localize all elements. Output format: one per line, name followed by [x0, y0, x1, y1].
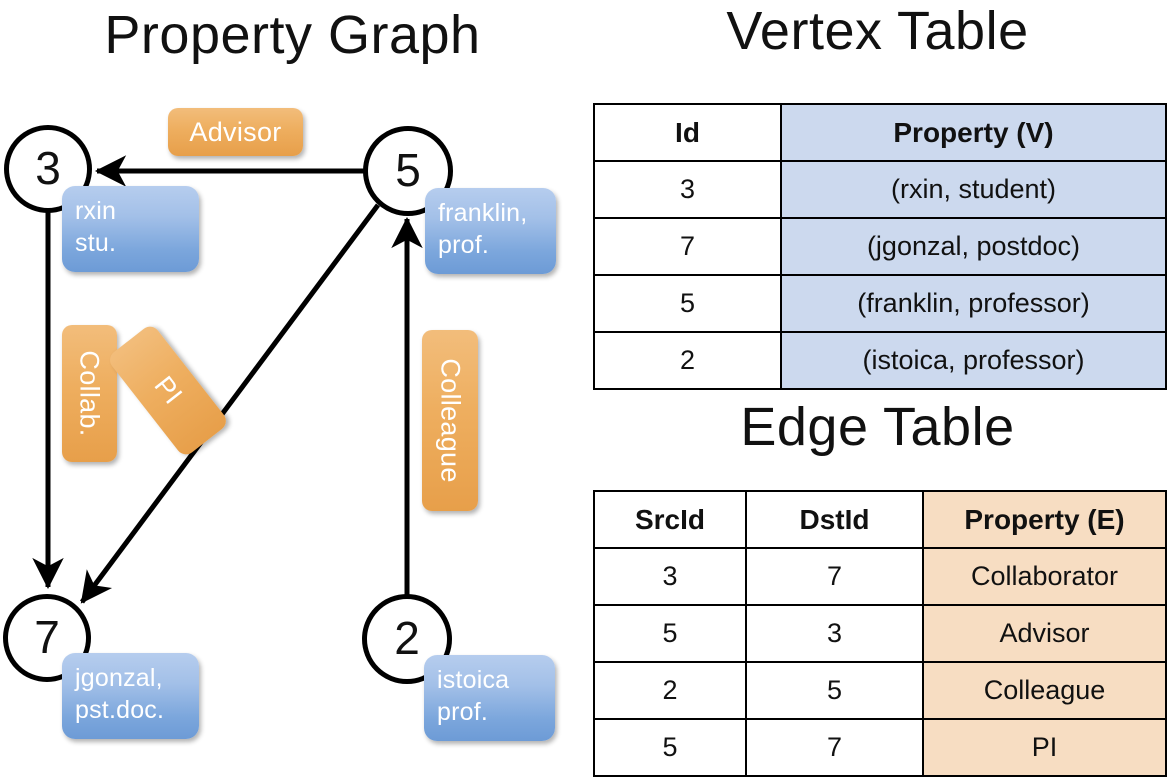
edge-label-pi-text: PI [148, 370, 189, 410]
table-row[interactable]: 2 (istoica, professor) [593, 331, 1167, 390]
vertex-cell-property: (istoica, professor) [780, 331, 1167, 390]
edge-label-collaborator[interactable]: Collab. [62, 325, 117, 462]
vertex-table-header-row: Id Property (V) [593, 103, 1167, 162]
vertex-cell-property: (franklin, professor) [780, 274, 1167, 333]
edge-cell-srcid: 3 [593, 547, 747, 606]
edge-label-advisor[interactable]: Advisor [168, 108, 303, 156]
vertex-cell-id: 2 [593, 331, 782, 390]
page-title-property-graph: Property Graph [104, 5, 481, 65]
vertex-cell-id: 7 [593, 217, 782, 276]
graph-node-7-label: 7 [34, 611, 60, 663]
edge-table-header-property: Property (E) [922, 490, 1167, 549]
vertex-cell-property: (rxin, student) [780, 160, 1167, 219]
vertex-table-header-property: Property (V) [780, 103, 1167, 162]
edge-label-advisor-text: Advisor [189, 116, 282, 147]
page-title-vertex-table: Vertex Table [726, 1, 1029, 61]
edge-cell-dstid: 5 [745, 661, 924, 720]
graph-node-5[interactable]: 5 [363, 126, 453, 216]
edge-cell-property: Colleague [922, 661, 1167, 720]
graph-node-5-label: 5 [395, 144, 421, 196]
vertex-table: Id Property (V) 3 (rxin, student) 7 (jgo… [593, 103, 1167, 390]
vertex-property-box-7-line2: pst.doc. [75, 696, 165, 724]
vertex-property-box-3-line2: stu. [75, 229, 117, 257]
vertex-cell-id: 3 [593, 160, 782, 219]
table-row[interactable]: 3 (rxin, student) [593, 160, 1167, 219]
edge-label-collaborator-text: Collab. [75, 350, 105, 437]
graph-node-2[interactable]: 2 [362, 594, 452, 684]
edge-label-colleague[interactable]: Colleague [422, 330, 478, 511]
vertex-property-box-5-line2: prof. [438, 231, 490, 259]
edge-cell-property: Collaborator [922, 547, 1167, 606]
graph-edges-layer [32, 155, 423, 604]
vertex-property-box-2-line2: prof. [437, 698, 489, 726]
edge-cell-dstid: 3 [745, 604, 924, 663]
property-graph-diagram: 3 5 7 2 rxin stu. franklin, prof. jgonza… [0, 0, 585, 760]
edge-cell-property: Advisor [922, 604, 1167, 663]
vertex-property-box-3-line1: rxin [75, 197, 117, 225]
table-row[interactable]: 5 7 PI [593, 718, 1167, 777]
vertex-property-box-5-line1: franklin, [438, 199, 528, 227]
vertex-table-header-id: Id [593, 103, 782, 162]
edge-table-header-dstid: DstId [745, 490, 924, 549]
table-row[interactable]: 3 7 Collaborator [593, 547, 1167, 606]
vertex-property-box-2[interactable]: istoica prof. [424, 655, 555, 741]
vertex-property-box-2-line1: istoica [437, 666, 510, 694]
edge-cell-dstid: 7 [745, 718, 924, 777]
vertex-property-box-3[interactable]: rxin stu. [62, 186, 199, 272]
graph-node-3-label: 3 [35, 142, 61, 194]
table-row[interactable]: 2 5 Colleague [593, 661, 1167, 720]
edge-cell-srcid: 2 [593, 661, 747, 720]
table-row[interactable]: 5 3 Advisor [593, 604, 1167, 663]
table-row[interactable]: 5 (franklin, professor) [593, 274, 1167, 333]
vertex-property-box-7[interactable]: jgonzal, pst.doc. [62, 653, 199, 739]
table-row[interactable]: 7 (jgonzal, postdoc) [593, 217, 1167, 276]
vertex-property-box-5[interactable]: franklin, prof. [425, 188, 556, 274]
graph-node-2-label: 2 [394, 612, 420, 664]
vertex-property-box-7-line1: jgonzal, [75, 664, 163, 692]
edge-arrow-pi [79, 203, 381, 604]
edge-label-colleague-text: Colleague [435, 358, 466, 483]
edge-cell-property: PI [922, 718, 1167, 777]
edge-table: SrcId DstId Property (E) 3 7 Collaborato… [593, 490, 1167, 777]
edge-cell-dstid: 7 [745, 547, 924, 606]
vertex-cell-id: 5 [593, 274, 782, 333]
vertex-cell-property: (jgonzal, postdoc) [780, 217, 1167, 276]
edge-table-header-row: SrcId DstId Property (E) [593, 490, 1167, 549]
edge-cell-srcid: 5 [593, 718, 747, 777]
edge-cell-srcid: 5 [593, 604, 747, 663]
edge-table-header-srcid: SrcId [593, 490, 747, 549]
page-title-edge-table: Edge Table [740, 397, 1015, 457]
